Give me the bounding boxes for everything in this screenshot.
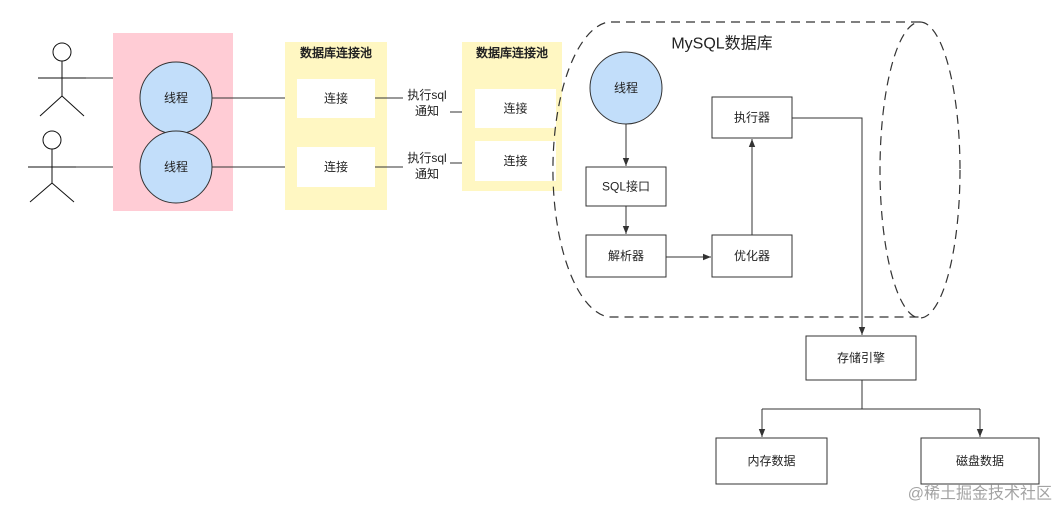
executor-node: 执行器: [711, 96, 793, 139]
connection-label: 连接: [324, 91, 348, 106]
actor-right-leg: [51, 182, 75, 203]
thread-label: 线程: [164, 159, 188, 174]
node-label: 存储引擎: [837, 350, 885, 365]
client-thread-2: 线程: [139, 130, 213, 204]
connection-label: 连接: [324, 159, 348, 174]
connection-label: 连接: [503, 153, 527, 168]
thread-label: 线程: [164, 90, 188, 105]
user-actor-1: [38, 42, 86, 117]
connection-box: [475, 141, 556, 181]
actor-right-leg: [61, 95, 85, 117]
connection-label: 连接: [503, 101, 527, 116]
notify-line-2: 通知: [415, 104, 439, 118]
node-box: [715, 437, 828, 485]
actor-head: [42, 130, 62, 150]
node-label: 执行器: [734, 111, 770, 125]
node-box: [920, 437, 1040, 485]
optimizer-node: 优化器: [711, 234, 793, 278]
storage-engine-node: 存储引擎: [805, 335, 917, 381]
actor-head: [52, 42, 72, 62]
execute-sql-notify-label-2: 执行sql 通知: [407, 151, 446, 181]
node-label: 磁盘数据: [956, 453, 1004, 468]
sql-interface-node: SQL接口: [585, 166, 667, 207]
user-actor-2: [28, 130, 76, 203]
connection-box: [297, 147, 375, 187]
mysql-database-cylinder: MySQL数据库: [552, 21, 961, 319]
executor-to-storage-engine-arrow: [792, 117, 866, 335]
memory-data-node: 内存数据: [715, 437, 828, 485]
actor-left-leg: [29, 182, 53, 203]
node-box: [585, 166, 667, 207]
parser-node: 解析器: [585, 234, 667, 278]
connection-box: [475, 89, 556, 128]
cylinder-end-ellipse: [879, 21, 961, 319]
mysql-database-title: MySQL数据库: [671, 35, 772, 53]
node-label: 优化器: [734, 249, 770, 263]
connection-box: [297, 79, 375, 118]
thread-label: 线程: [614, 80, 638, 95]
connection-pool-2: 数据库连接池 连接 连接: [462, 42, 562, 191]
node-box: [805, 335, 917, 381]
node-box: [585, 234, 667, 278]
notify-line-1: 执行sql: [407, 88, 446, 102]
client-thread-1: 线程: [139, 61, 213, 135]
notify-line-1: 执行sql: [407, 151, 446, 165]
connection-pool-1: 数据库连接池 连接 连接: [285, 42, 387, 210]
actor-left-leg: [39, 95, 63, 117]
node-label: 解析器: [608, 249, 644, 263]
pool-title: 数据库连接池: [476, 45, 548, 60]
watermark: @稀土掘金技术社区: [908, 485, 1052, 503]
mysql-thread: 线程: [589, 51, 663, 125]
node-label: SQL接口: [602, 179, 650, 194]
disk-data-node: 磁盘数据: [920, 437, 1040, 485]
node-label: 内存数据: [747, 453, 795, 468]
pool-title: 数据库连接池: [300, 45, 372, 60]
notify-line-2: 通知: [415, 167, 439, 181]
execute-sql-notify-label-1: 执行sql 通知: [407, 88, 446, 118]
node-box: [711, 96, 793, 139]
